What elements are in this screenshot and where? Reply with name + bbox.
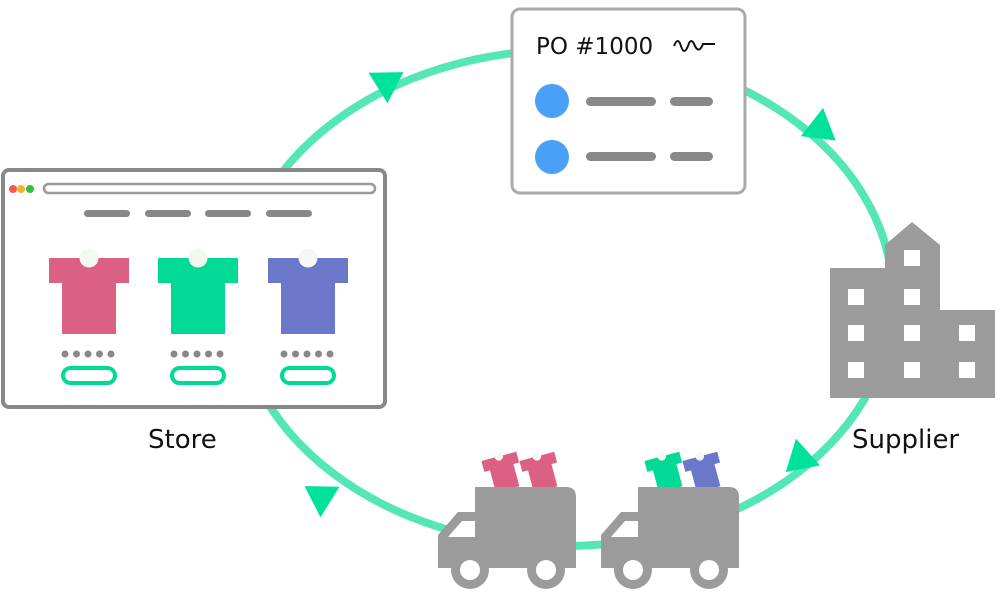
purchase-order-document: PO #1000 [510, 7, 747, 195]
rating-dot [170, 350, 178, 358]
rating-dot [73, 350, 80, 358]
arrow-icon [368, 72, 404, 104]
store-window [1, 168, 387, 409]
signature-icon [673, 40, 715, 52]
po-title: PO #1000 [536, 34, 653, 60]
rating-dot [205, 350, 212, 358]
arrow-icon [304, 486, 340, 518]
rating-dot [216, 350, 224, 358]
tshirt-icon [644, 451, 683, 493]
rating-dot [326, 350, 334, 358]
rating-dot [303, 350, 311, 358]
tshirt-icon [49, 248, 129, 334]
tshirt-icon [268, 248, 348, 334]
store-label: Store [148, 425, 217, 455]
add-to-cart-button [280, 366, 336, 385]
rating-dot [280, 350, 288, 358]
rating-dot [292, 350, 299, 358]
add-to-cart-button [61, 366, 117, 385]
tshirt-icon [158, 248, 238, 334]
tshirt-icon [682, 451, 721, 493]
rating-dot [96, 350, 103, 358]
tshirt-icon [481, 451, 520, 493]
rating-dot [182, 350, 189, 358]
address-bar [42, 182, 377, 195]
rating-dot [84, 350, 92, 358]
truck-icon [438, 487, 576, 589]
arrow-icon [785, 438, 821, 473]
add-to-cart-button [170, 366, 226, 385]
truck-icon [601, 487, 739, 589]
rating-dot [193, 350, 201, 358]
arrow-icon [800, 107, 836, 141]
supplier-label: Supplier [852, 425, 959, 455]
tshirt-icon [519, 451, 558, 493]
rating-dot [107, 350, 115, 358]
building-icon [830, 222, 995, 398]
rating-dot [315, 350, 322, 358]
rating-dot [61, 350, 69, 358]
